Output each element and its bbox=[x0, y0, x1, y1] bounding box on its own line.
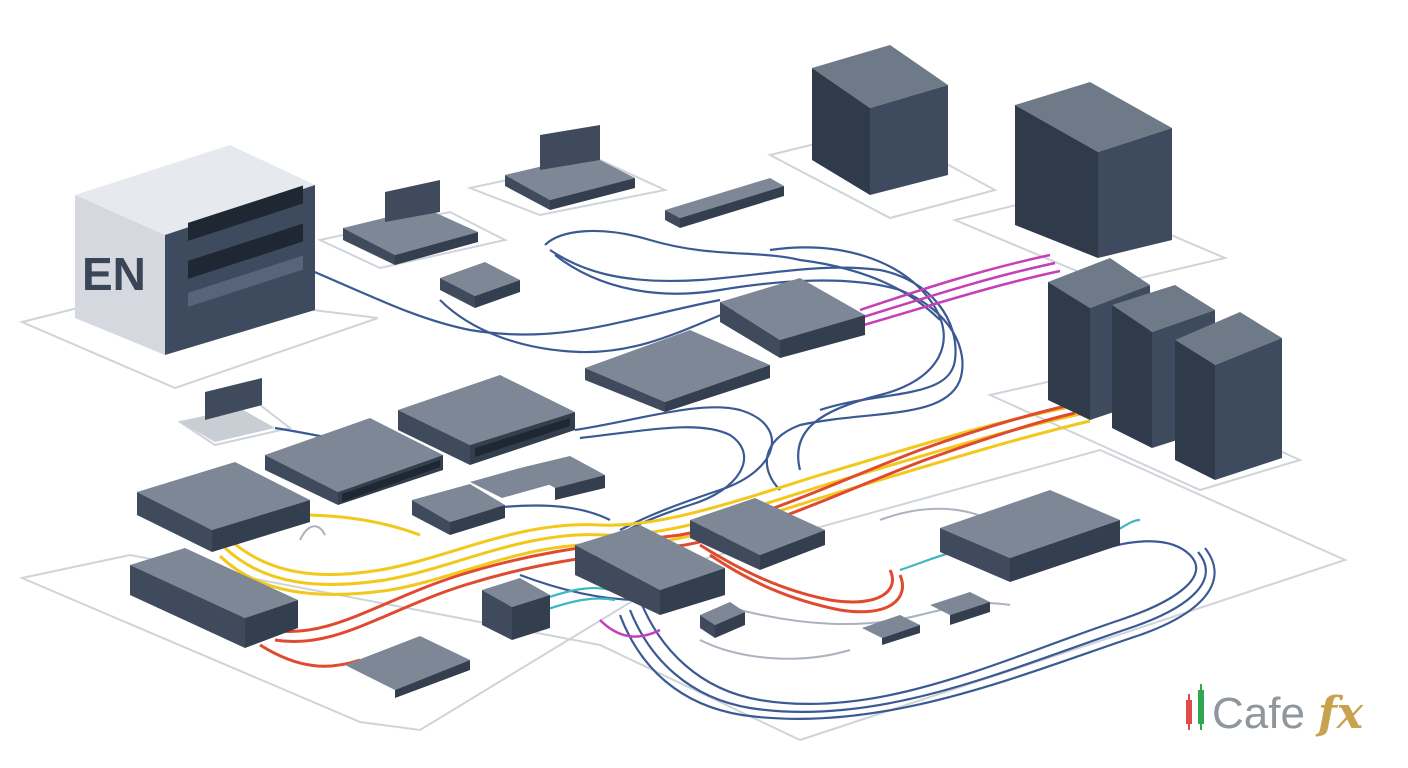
cables-red bbox=[259, 403, 1076, 668]
laptop-top-1 bbox=[505, 125, 635, 210]
core-cabinet: EN bbox=[75, 145, 315, 355]
switch-left-1 bbox=[137, 462, 310, 552]
logo-accent-text: fx bbox=[1315, 688, 1364, 739]
cabinet-port-panels bbox=[188, 185, 303, 307]
candlestick-icon bbox=[1186, 684, 1204, 730]
switch-center bbox=[585, 330, 770, 412]
server-rack-top-center bbox=[812, 45, 948, 195]
cables-blue bbox=[274, 229, 1216, 721]
core-chassis bbox=[575, 525, 725, 615]
cafefx-logo: Cafe fx bbox=[1186, 684, 1364, 739]
switch-left-bottom bbox=[130, 548, 298, 648]
laptop-top-2 bbox=[343, 180, 478, 265]
small-box-right-2 bbox=[930, 592, 990, 625]
logo-text: Cafe bbox=[1212, 689, 1305, 738]
small-switch-top bbox=[665, 178, 784, 228]
cables-magenta bbox=[599, 253, 1061, 638]
small-box-top bbox=[440, 262, 520, 308]
cabinet-label: EN bbox=[82, 248, 146, 300]
stack-bottom bbox=[482, 578, 550, 640]
server-rack-top-right bbox=[1015, 82, 1172, 258]
small-box-right-1 bbox=[862, 615, 920, 645]
small-box-center-low bbox=[700, 602, 745, 638]
server-rack-right-3 bbox=[1175, 312, 1282, 480]
small-switches-middle bbox=[412, 456, 605, 535]
switch-center-top bbox=[720, 278, 865, 358]
patch-panel-bottom bbox=[345, 636, 470, 698]
switch-left-3 bbox=[398, 375, 575, 465]
switch-right bbox=[940, 490, 1120, 582]
laptop-left bbox=[180, 378, 275, 442]
switch-center-low bbox=[690, 498, 825, 570]
switch-left-2 bbox=[265, 418, 443, 505]
